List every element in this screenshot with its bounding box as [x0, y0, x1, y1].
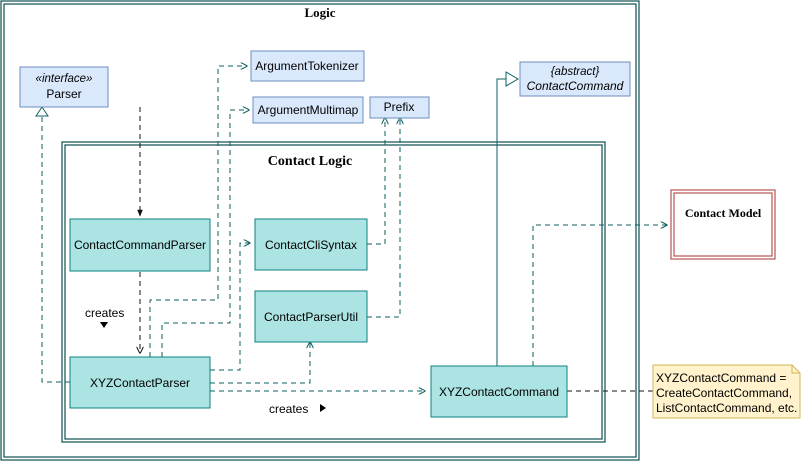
argument-tokenizer-label: ArgumentTokenizer — [255, 59, 358, 73]
xyz-contact-command-box[interactable]: XYZContactCommand — [430, 365, 568, 418]
dependency-to-contact-cli-syntax — [210, 243, 250, 371]
dependency-parser-util-to-prefix — [367, 118, 400, 318]
contact-logic-frame: Contact Logic — [61, 141, 606, 443]
creates-label-parser: creates — [85, 306, 124, 320]
dark-connectors — [140, 107, 653, 392]
contact-cli-syntax-label: ContactCliSyntax — [265, 238, 357, 252]
parser-interface-box[interactable]: «interface» Parser — [19, 66, 109, 108]
note-box[interactable]: XYZContactCommand = CreateContactCommand… — [652, 364, 801, 419]
contact-model-label: Contact Model — [685, 206, 762, 220]
contact-parser-util-box[interactable]: ContactParserUtil — [254, 290, 368, 343]
prefix-label: Prefix — [384, 100, 415, 114]
contact-model-box[interactable]: Contact Model — [670, 189, 776, 260]
connectors — [41, 66, 667, 391]
logic-frame-title: Logic — [304, 5, 335, 20]
xyz-contact-parser-box[interactable]: XYZContactParser — [69, 356, 211, 409]
note-line-1: XYZContactCommand = — [656, 371, 786, 385]
contact-command-label: ContactCommand — [527, 79, 624, 93]
argument-multimap-box[interactable]: ArgumentMultimap — [252, 96, 364, 124]
realization-parser-to-interface — [41, 108, 70, 383]
realization-triangle — [35, 106, 49, 117]
dependency-to-contact-model — [532, 225, 667, 366]
parser-label: Parser — [46, 87, 81, 101]
contact-logic-frame-title: Contact Logic — [268, 154, 352, 169]
prefix-box[interactable]: Prefix — [369, 96, 430, 119]
argument-multimap-label: ArgumentMultimap — [258, 103, 359, 117]
logic-frame: Logic — [0, 0, 640, 461]
generalization-to-contact-command — [496, 71, 519, 366]
creates-label-command: creates — [269, 402, 308, 416]
note-line-2: CreateContactCommand, — [656, 386, 792, 400]
creates-triangle-down-icon — [100, 322, 108, 328]
xyz-contact-parser-label: XYZContactParser — [90, 376, 190, 390]
contact-command-stereotype: {abstract} — [551, 66, 600, 78]
contact-cli-syntax-box[interactable]: ContactCliSyntax — [254, 218, 368, 271]
dependency-to-contact-parser-util — [210, 342, 310, 384]
creates-triangle-right-icon — [320, 404, 326, 412]
parser-stereotype: «interface» — [36, 73, 93, 85]
contact-parser-util-label: ContactParserUtil — [264, 310, 358, 324]
dependency-to-argument-multimap — [161, 110, 249, 357]
contact-command-parser-box[interactable]: ContactCommandParser — [69, 218, 211, 272]
xyz-contact-command-label: XYZContactCommand — [439, 385, 559, 399]
contact-command-parser-label: ContactCommandParser — [74, 238, 206, 252]
argument-tokenizer-box[interactable]: ArgumentTokenizer — [250, 50, 365, 82]
contact-command-box[interactable]: {abstract} ContactCommand — [519, 61, 631, 97]
dependency-to-argument-tokenizer — [149, 66, 247, 357]
note-line-3: ListContactCommand, etc. — [656, 401, 797, 415]
dependency-cli-syntax-to-prefix — [367, 118, 385, 245]
